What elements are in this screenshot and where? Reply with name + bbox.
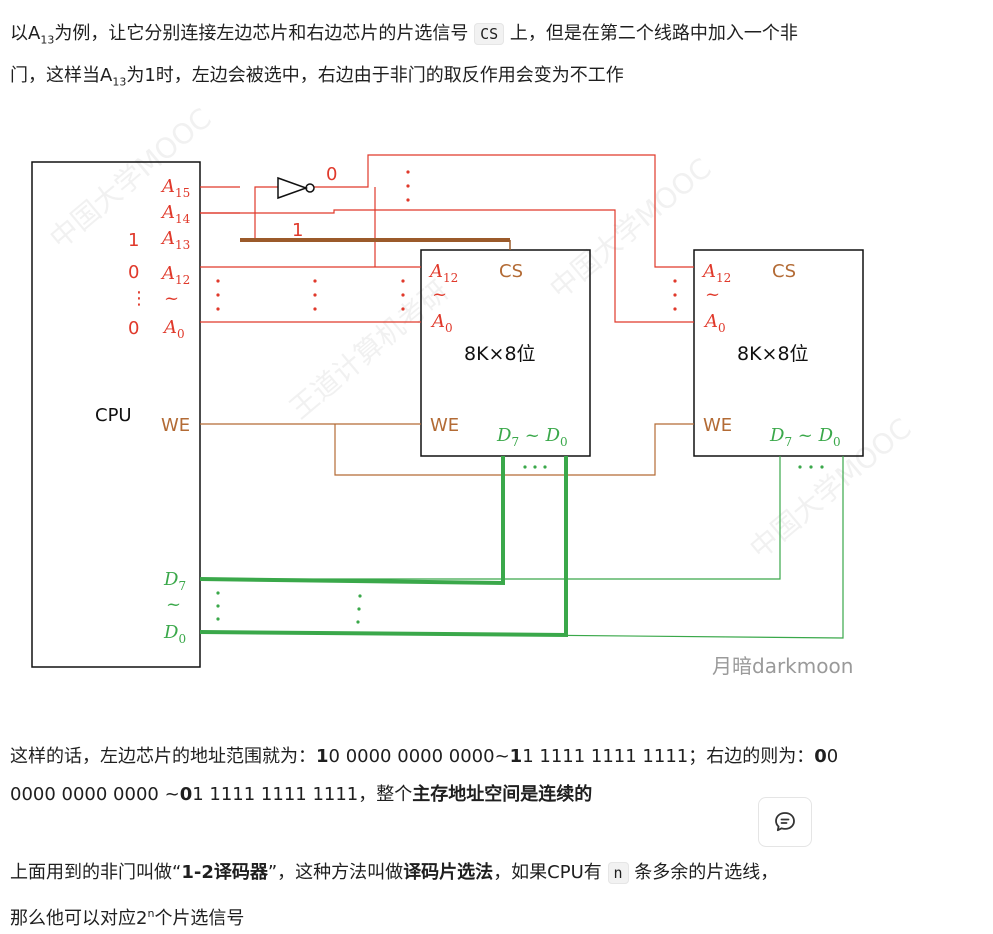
- chip-select-diagram: 中国大学MOOC 王道计算机考研 中国大学MOOC 中国大学MOOC CPU A…: [31, 102, 918, 678]
- address-range-line-1: 这样的话，左边芯片的地址范围就为：10 0000 0000 0000~11 11…: [10, 746, 839, 767]
- cpu-pin-a0: A0: [162, 317, 185, 341]
- svg-text:中国大学MOOC: 中国大学MOOC: [543, 152, 717, 306]
- decoder-line-1: 上面用到的非门叫做“1-2译码器”，这种方法叫做译码片选法，如果CPU有 n 条…: [10, 862, 779, 884]
- chip-right-a12: A12: [701, 261, 731, 285]
- chip-right-size: 8K×8位: [737, 343, 809, 365]
- cpu-pin-a13: A13: [160, 228, 190, 252]
- bit-a13: 1: [128, 230, 139, 251]
- cpu-box: [31, 161, 201, 668]
- a13-line-label: 1: [292, 220, 303, 241]
- chip-left-data-pins: D7 ~ D0: [496, 425, 568, 449]
- chip-left-we: WE: [430, 415, 459, 436]
- address-range-line-2: 0000 0000 0000 ~01 1111 1111 1111，整个主存地址…: [10, 784, 593, 805]
- comment-button[interactable]: [758, 797, 812, 847]
- cpu-pin-a14: A14: [160, 202, 191, 226]
- cpu-pin-data-tilde: ~: [166, 594, 181, 615]
- comment-icon: [775, 812, 795, 832]
- cpu-pin-a12: A12: [160, 263, 190, 287]
- chip-left-tilde: ~: [432, 284, 447, 305]
- bit-a12: 0: [128, 262, 139, 283]
- data-dots: [216, 465, 824, 624]
- inline-code-n: n: [607, 862, 629, 884]
- cpu-pin-we: WE: [161, 415, 190, 436]
- cpu-pin-d0: D0: [163, 622, 186, 646]
- chip-left-box: [420, 249, 591, 457]
- chip-right-box: [693, 249, 864, 457]
- svg-text:王道计算机考研: 王道计算机考研: [283, 274, 454, 425]
- cpu-pin-a15: A15: [160, 176, 190, 200]
- address-wires: [200, 154, 694, 323]
- intro-line-1: 以A13为例，让它分别连接左边芯片和右边芯片的片选信号 CS 上，但是在第二个线…: [10, 23, 798, 47]
- data-wires-thick: [199, 456, 568, 638]
- chip-right-we: WE: [703, 415, 732, 436]
- decoder-line-2: 那么他可以对应2n个片选信号: [10, 907, 245, 929]
- chip-left-cs: CS: [499, 261, 523, 282]
- chip-right-tilde: ~: [705, 284, 720, 305]
- chip-right-a0: A0: [703, 311, 726, 335]
- we-wires: [200, 423, 694, 476]
- chip-left-size: 8K×8位: [464, 343, 536, 365]
- bit-dots: ⋮: [130, 288, 148, 309]
- bit-a0: 0: [128, 318, 139, 339]
- inline-code-cs: CS: [474, 23, 505, 45]
- address-dots: [216, 170, 677, 311]
- chip-left-a12: A12: [428, 261, 458, 285]
- chip-right-cs: CS: [772, 261, 796, 282]
- watermark-signature: 月暗darkmoon: [712, 654, 853, 678]
- inverter-output-label: 0: [326, 164, 337, 185]
- cpu-pin-tilde: ~: [164, 288, 179, 309]
- cpu-pin-d7: D7: [163, 569, 186, 593]
- chip-left-a0: A0: [430, 311, 453, 335]
- data-wires-thin: [199, 456, 844, 639]
- intro-line-2: 门，这样当A13为1时，左边会被选中，右边由于非门的取反作用会变为不工作: [10, 65, 624, 89]
- not-gate: [277, 176, 315, 200]
- chip-right-data-pins: D7 ~ D0: [769, 425, 841, 449]
- cpu-label: CPU: [95, 405, 132, 426]
